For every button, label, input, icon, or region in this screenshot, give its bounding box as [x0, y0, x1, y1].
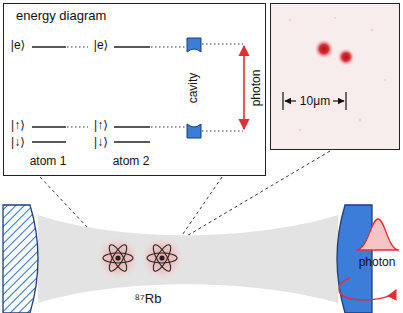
image-inset: 10μm [270, 3, 400, 150]
state-label: |↑⟩ [11, 119, 25, 133]
cavity-label: cavity [187, 73, 201, 104]
atom-label: atom 1 [30, 155, 67, 169]
inset-title: energy diagram [16, 9, 106, 24]
scale-label: 10μm [300, 95, 330, 109]
state-label: |↑⟩ [94, 119, 108, 133]
state-label: |e⟩ [11, 39, 25, 53]
state-label: |↓⟩ [11, 136, 25, 150]
photon-label: photon [250, 70, 264, 107]
state-label: |↓⟩ [94, 136, 108, 150]
atom-label: atom 2 [113, 155, 150, 169]
photon-label: photon [359, 256, 396, 270]
state-label: |e⟩ [94, 39, 108, 53]
isotope-label: ⁸⁷Rb [135, 292, 162, 307]
inset-box: energy diagram [3, 3, 266, 176]
